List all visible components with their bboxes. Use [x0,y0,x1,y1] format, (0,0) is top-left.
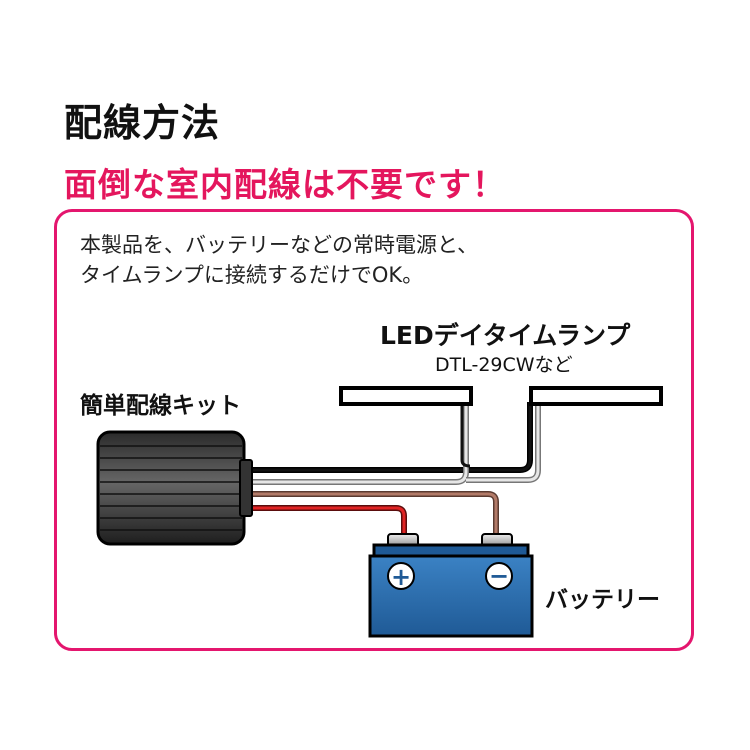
description-line-1: 本製品を、バッテリーなどの常時電源と、 [80,233,479,257]
battery: + − [368,533,534,638]
page-subtitle: 面倒な室内配線は不要です！ [64,165,506,204]
description: 本製品を、バッテリーなどの常時電源と、 タイムランプに接続するだけでOK。 [80,230,478,290]
positive-icon: + [387,562,415,591]
wire-black-2 [460,404,471,468]
wire-brown [252,491,499,540]
page-title: 配線方法 [64,101,221,145]
led-lamp-left [339,386,473,406]
battery-label: バッテリー [545,587,660,613]
wires [252,402,541,540]
negative-symbol: − [489,562,509,590]
wiring-kit [96,430,253,546]
led-lamp-right [529,386,663,406]
lamp-model-label: DTL-29CWなど [435,354,573,376]
negative-icon: − [485,562,513,590]
description-line-2: タイムランプに接続するだけでOK。 [80,263,424,287]
diagram-panel [54,209,694,651]
positive-symbol: + [391,563,411,591]
kit-label: 簡単配線キット [80,393,241,419]
lamp-label: LEDデイタイムランプ [380,321,631,350]
wire-red [252,505,407,540]
wire-black [252,402,533,473]
